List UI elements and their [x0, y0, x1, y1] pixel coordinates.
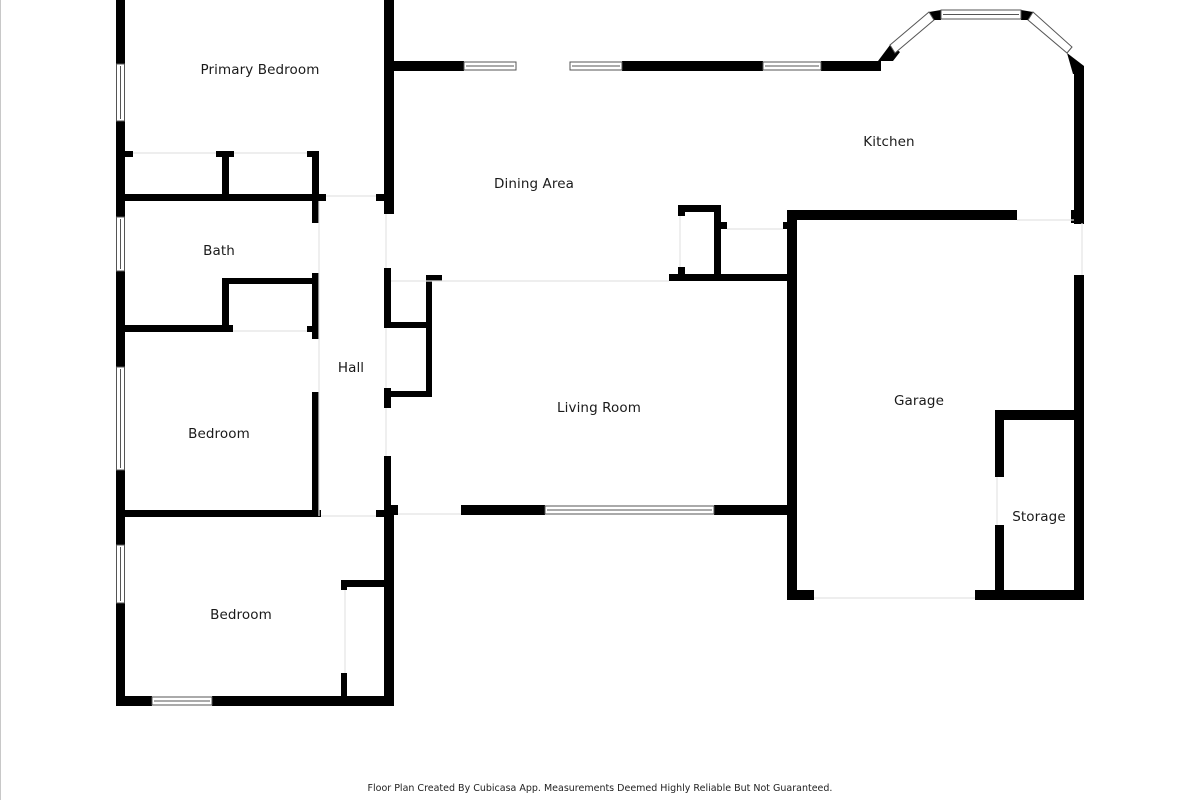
room-label-primary-bedroom: Primary Bedroom — [200, 62, 320, 78]
room-label-bedroom-1: Bedroom — [188, 426, 250, 442]
windows — [116, 9, 1073, 706]
room-label-garage: Garage — [893, 393, 945, 409]
room-label-bath: Bath — [203, 243, 235, 259]
room-label-dining-area: Dining Area — [493, 176, 575, 192]
walls — [116, 0, 1084, 706]
room-label-hall: Hall — [337, 360, 365, 376]
footer-disclaimer: Floor Plan Created By Cubicasa App. Meas… — [367, 783, 833, 794]
page-left-border — [0, 0, 1, 800]
room-label-living-room: Living Room — [557, 400, 641, 416]
room-label-bedroom-2: Bedroom — [210, 607, 272, 623]
room-label-kitchen: Kitchen — [863, 134, 915, 150]
openings — [133, 152, 1083, 673]
room-label-storage: Storage — [1012, 509, 1066, 525]
